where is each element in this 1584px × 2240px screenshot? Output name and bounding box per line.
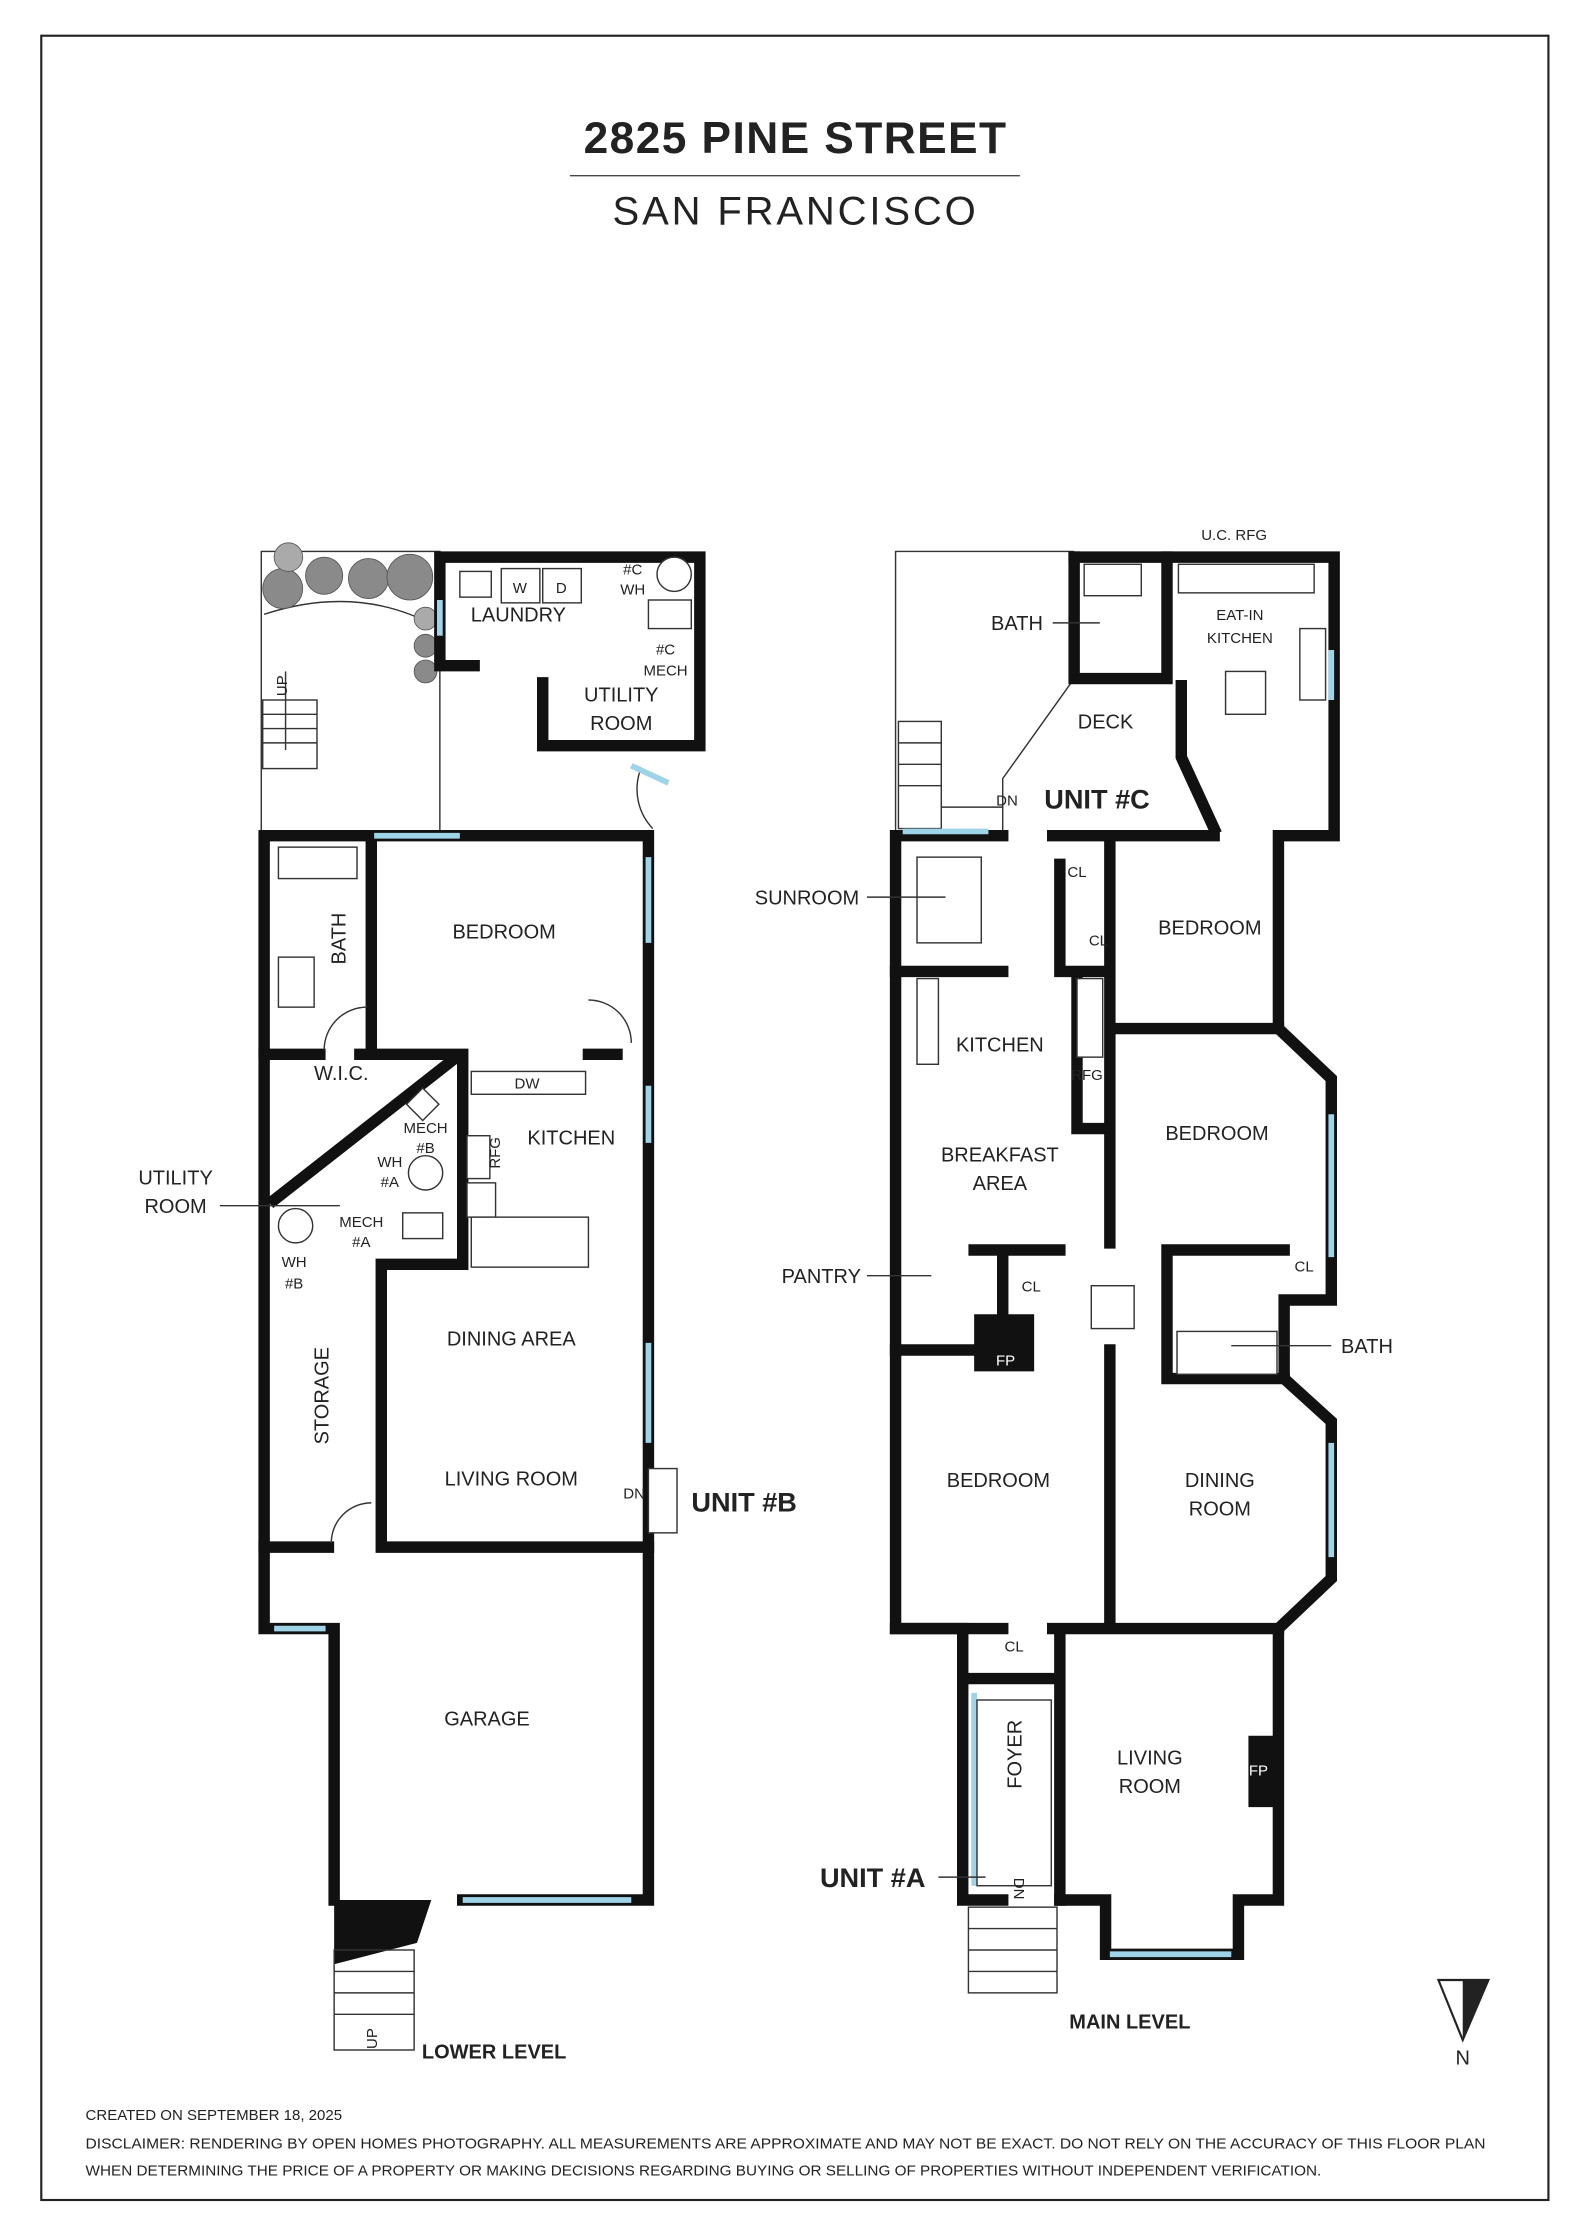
label-fp-2: FP — [1249, 1763, 1268, 1780]
label-living-room-2: ROOM — [1119, 1776, 1181, 1798]
label-wh-a-1: WH — [377, 1154, 402, 1171]
label-wh-b-2: #B — [285, 1276, 303, 1293]
label-dn: DN — [623, 1486, 645, 1503]
label-dn-front: DN — [1010, 1878, 1027, 1900]
fireplace-lower — [1248, 1735, 1279, 1808]
label-unit-a: UNIT #A — [820, 1862, 926, 1893]
label-eat-in-kitchen-2: KITCHEN — [1207, 630, 1273, 647]
label-bedroom: BEDROOM — [452, 922, 555, 944]
label-rfg: RFG — [487, 1137, 504, 1169]
label-sunroom: SUNROOM — [755, 887, 859, 909]
created-date: CREATED ON SEPTEMBER 18, 2025 — [86, 2107, 342, 2124]
label-deck: DECK — [1078, 712, 1134, 734]
label-garage: GARAGE — [444, 1709, 530, 1731]
lower-level-interior-walls — [258, 830, 655, 1553]
label-bedroom-3: BEDROOM — [947, 1470, 1050, 1492]
label-foyer: FOYER — [1004, 1720, 1026, 1789]
label-wh-b-1: WH — [282, 1254, 307, 1271]
plant-icons — [262, 542, 438, 684]
label-mech-a-2: #A — [352, 1234, 370, 1251]
rear-stairs — [262, 671, 318, 770]
label-bath-main: BATH — [1341, 1336, 1393, 1358]
label-bath: BATH — [329, 913, 351, 965]
label-mech-a-1: MECH — [339, 1214, 383, 1231]
label-utility-room-1: UTILITY — [584, 684, 658, 706]
label-storage: STORAGE — [311, 1347, 333, 1444]
label-dining-room-1: DINING — [1185, 1470, 1255, 1492]
sheet-border — [40, 34, 1550, 2202]
front-wall-mass — [334, 1900, 432, 1965]
label-dn-rear: DN — [996, 793, 1018, 810]
label-dw: DW — [515, 1076, 541, 1093]
label-bedroom-2: BEDROOM — [1165, 1123, 1268, 1145]
label-utility-callout-2: ROOM — [144, 1196, 206, 1218]
main-level-title: MAIN LEVEL — [1069, 2012, 1190, 2034]
label-kitchen-main: KITCHEN — [956, 1034, 1044, 1056]
label-mech-b-2: #B — [416, 1140, 434, 1157]
label-utility-room-2: ROOM — [590, 713, 652, 735]
label-dining-room-2: ROOM — [1189, 1499, 1251, 1521]
label-c-mech-2: MECH — [643, 663, 687, 680]
label-unit-b: UNIT #B — [691, 1486, 796, 1517]
label-breakfast-2: AREA — [973, 1173, 1028, 1195]
main-level-plan: U.C. RFG BATH EAT-IN KITCHEN DECK DN UNI… — [755, 527, 1393, 2034]
label-bath-top: BATH — [991, 613, 1043, 635]
label-mech-b-1: MECH — [403, 1120, 447, 1137]
label-wh-a-2: #A — [381, 1174, 399, 1191]
label-living-room: LIVING ROOM — [445, 1469, 578, 1491]
label-pantry: PANTRY — [782, 1266, 861, 1288]
label-uc-rfg: U.C. RFG — [1201, 527, 1267, 544]
deck-outline — [894, 550, 1075, 832]
label-dining-area: DINING AREA — [447, 1329, 577, 1351]
label-wic: W.I.C. — [314, 1063, 368, 1085]
label-rfg-main: RFG — [1071, 1067, 1103, 1084]
label-up-front: UP — [364, 2028, 381, 2049]
north-arrow-icon: N — [1436, 1978, 1491, 2069]
front-stairs-lower — [333, 1949, 415, 2051]
label-bedroom-1: BEDROOM — [1158, 917, 1261, 939]
label-c-mech-1: #C — [656, 641, 675, 658]
label-cl-4: CL — [1295, 1258, 1314, 1275]
label-c-wh-1: #C — [623, 561, 642, 578]
label-washer: W — [513, 580, 528, 597]
main-level-interior-walls — [889, 551, 1290, 1906]
lower-level-plan: LAUNDRY W D #C WH #C MECH UTILITY ROOM U… — [138, 542, 797, 2064]
fireplace-upper — [974, 1314, 1035, 1372]
compass-north-label: N — [1455, 2047, 1469, 2069]
property-title: 2825 PINE STREET — [584, 114, 1008, 163]
label-cl-2: CL — [1089, 933, 1108, 950]
label-kitchen: KITCHEN — [527, 1127, 615, 1149]
disclaimer-line-1: DISCLAIMER: RENDERING BY OPEN HOMES PHOT… — [86, 2136, 1486, 2153]
label-laundry: LAUNDRY — [471, 604, 566, 626]
label-cl-5: CL — [1005, 1638, 1024, 1655]
disclaimer-line-2: WHEN DETERMINING THE PRICE OF A PROPERTY… — [86, 2163, 1322, 2180]
property-city: SAN FRANCISCO — [613, 189, 979, 233]
front-stairs-main — [967, 1906, 1058, 1994]
label-dryer: D — [556, 580, 567, 597]
label-up-rear: UP — [274, 675, 291, 696]
label-eat-in-kitchen-1: EAT-IN — [1216, 607, 1263, 624]
label-living-room-1: LIVING — [1117, 1747, 1183, 1769]
laundry-utility-walls — [434, 551, 706, 752]
label-cl-3: CL — [1022, 1278, 1041, 1295]
label-utility-callout-1: UTILITY — [138, 1167, 212, 1189]
label-cl-1: CL — [1067, 864, 1086, 881]
lower-level-title: LOWER LEVEL — [422, 2042, 566, 2064]
label-c-wh-2: WH — [620, 581, 645, 598]
label-breakfast-1: BREAKFAST — [941, 1144, 1059, 1166]
label-unit-c: UNIT #C — [1044, 784, 1150, 815]
label-fp-1: FP — [996, 1353, 1015, 1370]
